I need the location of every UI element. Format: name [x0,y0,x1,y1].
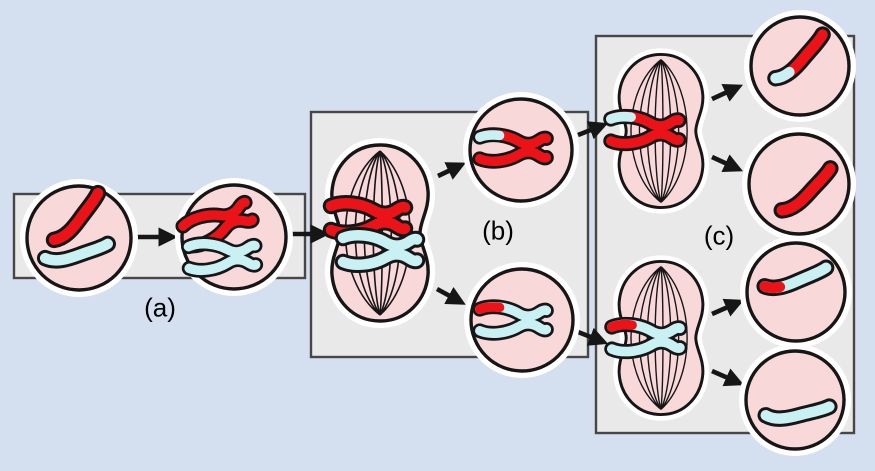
gamete-cell-3 [740,236,852,348]
chromatids-body [337,230,423,270]
gamete-chromatid-red [773,160,839,219]
recombinant-chromosome-blue-with-red-tip [472,299,554,341]
gamete-chromatid-blue [757,398,838,427]
crossover-segment [607,319,637,332]
parent-cell [20,179,138,297]
panel-b-label: (b) [482,215,514,246]
crossover-segment [606,111,636,124]
cell-membrane [25,184,133,292]
chromatid-body [776,163,836,216]
arrow-meiosis1-to-bottom-cell [435,286,466,305]
arrow-bottom-cell-to-meiosis2-bottom [577,327,609,346]
recombinant-chromosome-blue-with-red-tip [604,316,688,360]
panel-c-label: (c) [703,220,735,251]
arrow-top-cell-to-meiosis2-top [577,121,609,140]
crossover-segment [770,66,795,84]
panel-a-label: (a) [144,292,176,323]
chromatid-body [760,401,835,424]
chromatid-body [39,238,113,266]
gamete-cell-2 [742,127,856,241]
recombinant-chromosome-red-with-blue-tip [603,108,687,152]
arrow-meiosis2bot-to-gamete3 [711,298,745,317]
chromatids-body [183,239,261,276]
gamete-chromatid-red-with-blue-tip [767,26,831,87]
chromosome-blue-rod [36,235,116,269]
duplicated-chromosome-blue [181,236,264,278]
chromatid-body [48,187,104,246]
arrow-meiosis1-to-top-cell [437,162,466,180]
gamete-chromatid-blue-with-red-tip [756,259,835,297]
duplicated-chromosomes-cell [175,178,293,296]
arrow-meiosis2bot-to-gamete4 [711,368,745,387]
duplicated-chromosome-blue [334,227,426,273]
recombinant-chromosome-red-with-blue-tip [472,127,554,169]
arrow-meiosis2top-to-gamete2 [711,154,744,172]
chromosome-red-rod [45,184,107,249]
crossover-segment [475,302,505,314]
cell-membrane [747,132,851,236]
arrow-meiosis2top-to-gamete1 [711,84,744,102]
crossover-segment [759,281,786,294]
crossover-segment [475,130,505,142]
